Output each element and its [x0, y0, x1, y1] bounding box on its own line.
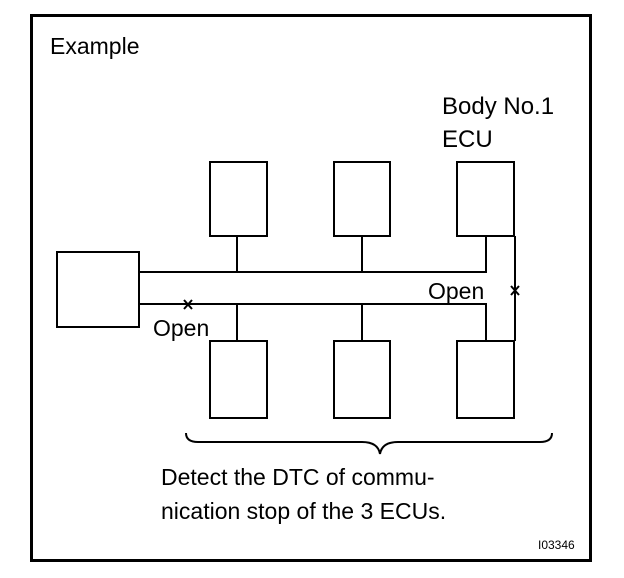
group-brace	[185, 432, 553, 455]
ecu-box-top-2	[333, 161, 391, 237]
caption-line1: Detect the DTC of commu-	[161, 464, 435, 490]
ecu-box-bottom-2	[333, 340, 391, 419]
body-no1-ecu-box	[456, 161, 515, 237]
ecu-box-bottom-3	[456, 340, 515, 419]
diagram-frame	[30, 14, 592, 562]
body-ecu-label-line1: Body No.1	[442, 93, 555, 120]
ecu-box-left	[56, 251, 140, 328]
body-ecu-label-line2: ECU	[442, 126, 493, 153]
ecu-box-bottom-1	[209, 340, 268, 419]
caption-line2: nication stop of the 3 ECUs.	[161, 498, 447, 524]
break-mark-left	[183, 299, 193, 310]
open-label-right: Open	[428, 278, 485, 304]
bus-line-lower	[139, 303, 487, 341]
reference-code: I03346	[538, 538, 575, 552]
break-mark-right	[510, 285, 520, 296]
ecu-box-top-1	[209, 161, 268, 237]
diagram-title: Example	[50, 33, 140, 59]
open-label-left: Open	[153, 315, 210, 341]
bus-line-upper	[139, 236, 487, 273]
